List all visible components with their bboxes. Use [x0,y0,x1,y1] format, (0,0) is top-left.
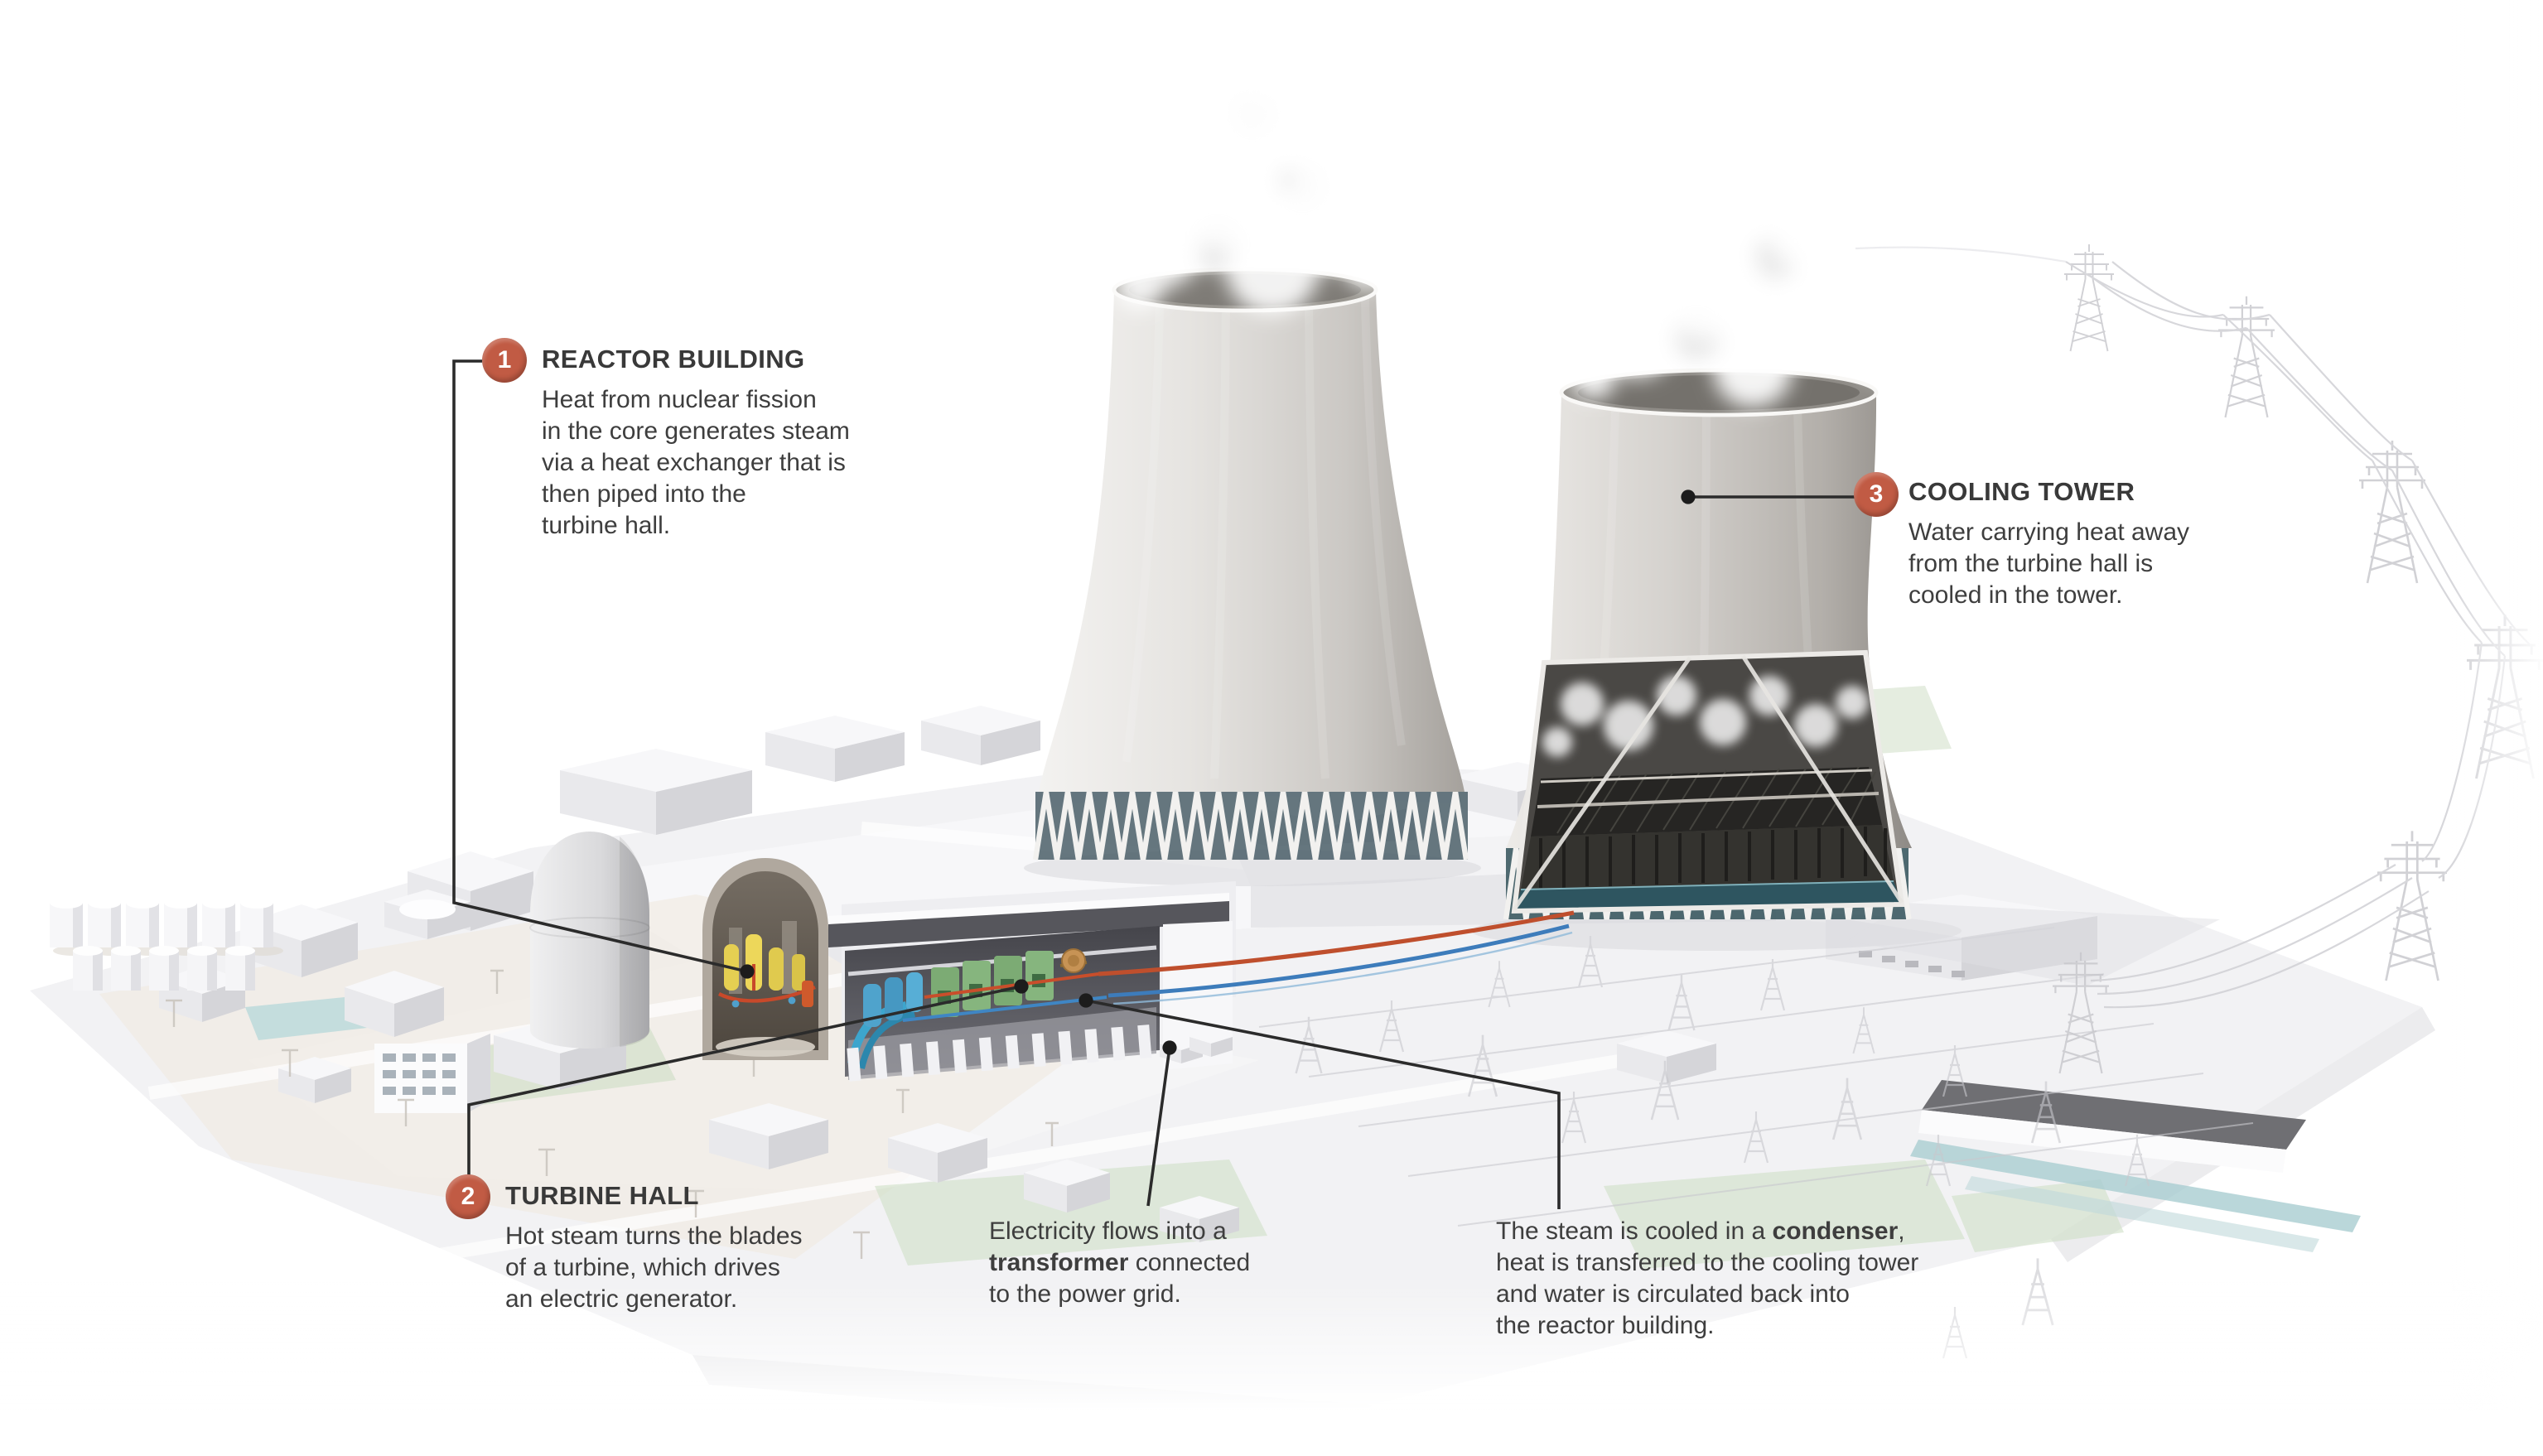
steam-water-pipes [1098,910,1575,1005]
callout-3-number: 3 [1869,480,1884,509]
condenser-note: The steam is cooled in a condenser,heat … [1496,1217,1919,1340]
steam-plume-right [1572,109,2005,407]
callout-2-number: 2 [461,1183,475,1211]
cooling-tower-left [1024,267,1481,886]
callout-1-title: REACTOR BUILDING [542,346,805,374]
callout-2-title: TURBINE HALL [505,1183,699,1211]
leader-lines [452,359,1856,1209]
leader-dot-condenser [1078,993,1093,1008]
leader-dot-cooling-tower [1681,489,1696,504]
leader-dot-reactor [740,964,755,979]
reactor-dome-cutaway [702,858,828,1060]
callout-3-badge: 3 [1854,472,1899,517]
callout-2-badge: 2 [446,1174,490,1219]
callout-1-number: 1 [497,346,512,374]
callout-reactor-building: REACTOR BUILDING Heat from nuclear fissi… [542,346,850,541]
leader-dot-transformer [1162,1040,1177,1055]
callout-1-badge: 1 [482,338,527,383]
callout-3-title: COOLING TOWER [1908,479,2135,507]
steam-plume-left [1115,46,1519,315]
vent-row [847,1025,1152,1082]
warehouse-building [1826,894,2097,981]
leader-line-turbine [467,985,1022,1175]
reactor-containment-dome [529,832,650,1049]
cooling-pond [245,996,374,1040]
leader-dot-turbine [1014,979,1029,994]
cooling-tower-right-cutaway [1471,368,2220,986]
water-channel [1910,1140,2361,1252]
campus-buildings [50,706,2306,1259]
leader-line-transformer [1146,1047,1171,1207]
silo-building [384,890,470,939]
leader-line-reactor [452,359,748,973]
tank-farm [50,897,283,991]
office-block [374,1034,490,1113]
leader-line-condenser [1085,999,1561,1209]
